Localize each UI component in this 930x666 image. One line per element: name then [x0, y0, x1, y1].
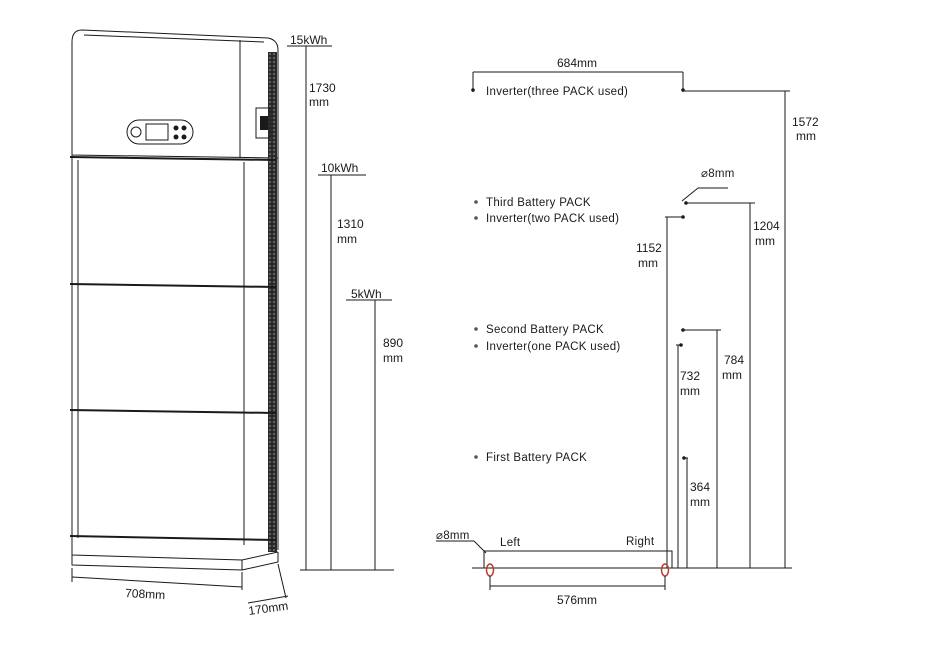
cabinet-width-label: 708mm [125, 586, 166, 602]
first-pack-label: First Battery PACK [486, 452, 587, 464]
base-width-label: 576mm [557, 593, 597, 607]
inverter-three-label: Inverter(three PACK used) [486, 86, 628, 98]
height-732-value: 732 [680, 369, 700, 383]
height-784-unit: mm [722, 368, 742, 382]
module-separator [69, 535, 277, 541]
capacity-5kwh: 5kWh [351, 287, 382, 301]
height-1152-value: 1152 [636, 241, 662, 255]
side-vent [268, 52, 277, 552]
height-1572-unit: mm [796, 129, 816, 143]
side-connector [255, 107, 271, 139]
capacity-15kwh: 15kWh [290, 33, 327, 47]
mount-hole-right [660, 563, 670, 577]
cabinet-height-lines [287, 45, 394, 571]
height-1310-value: 1310 [337, 217, 364, 231]
second-pack-label: Second Battery PACK [486, 324, 604, 336]
inverter-one-label: Inverter(one PACK used) [486, 341, 621, 353]
module-separator [69, 409, 277, 414]
module-separator [69, 156, 277, 161]
display-panel [126, 119, 194, 145]
cabinet-depth-label: 170mm [247, 599, 289, 618]
third-pack-label: Third Battery PACK [486, 197, 591, 209]
right-label: Right [626, 536, 655, 548]
hole-bottom-label: ⌀8mm [436, 530, 470, 542]
height-1572-value: 1572 [792, 115, 819, 129]
cabinet-base-dims [71, 563, 289, 604]
mounting-lines [436, 71, 792, 590]
height-890-value: 890 [383, 336, 403, 350]
height-1730-unit: mm [309, 95, 329, 109]
height-732-unit: mm [680, 384, 700, 398]
height-784-value: 784 [724, 353, 744, 367]
mount-hole-left [485, 563, 495, 577]
height-1204-unit: mm [755, 234, 775, 248]
capacity-10kwh: 10kWh [321, 161, 358, 175]
hole-top-label: ⌀8mm [701, 168, 735, 180]
height-1152-unit: mm [638, 256, 658, 270]
module-separator [69, 283, 277, 288]
label-bullets [474, 200, 478, 459]
cabinet-base [71, 540, 279, 561]
height-1310-unit: mm [337, 232, 357, 246]
height-890-unit: mm [383, 351, 403, 365]
height-1730-value: 1730 [309, 81, 336, 95]
top-width-label: 684mm [557, 56, 597, 70]
left-label: Left [500, 537, 521, 549]
inverter-two-label: Inverter(two PACK used) [486, 213, 619, 225]
height-364-value: 364 [690, 480, 710, 494]
base-plate [483, 550, 673, 569]
battery-cabinet [69, 29, 279, 571]
height-1204-value: 1204 [753, 219, 780, 233]
height-364-unit: mm [690, 495, 710, 509]
